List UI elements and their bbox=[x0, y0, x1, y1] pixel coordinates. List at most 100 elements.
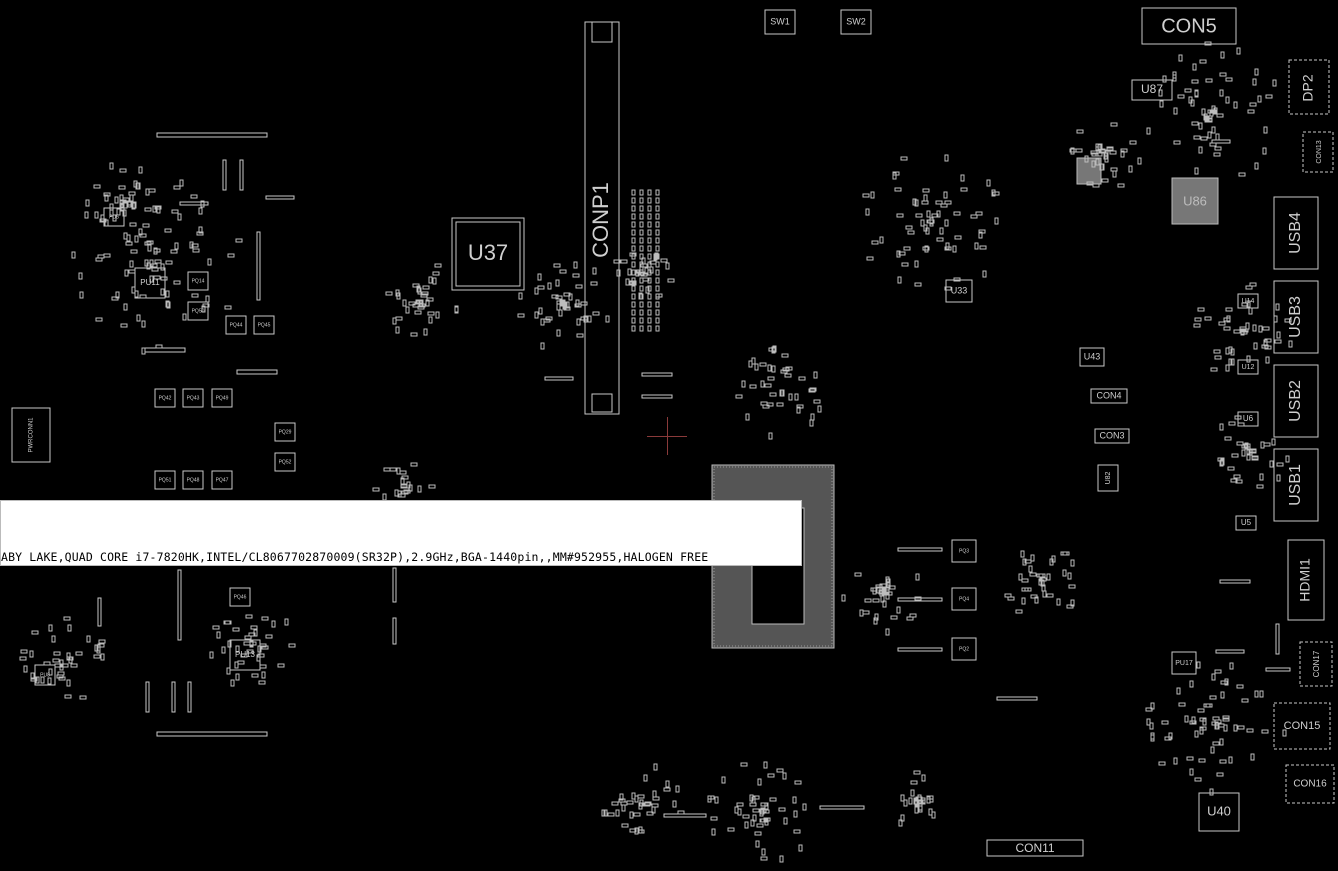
smd-pad bbox=[395, 289, 400, 297]
smd-pad bbox=[1068, 584, 1076, 589]
smd-pad bbox=[1146, 718, 1151, 726]
smd-pad bbox=[100, 653, 105, 661]
u87-chip[interactable] bbox=[1131, 79, 1173, 101]
smd-pad bbox=[1194, 89, 1199, 97]
u6-label: U6 bbox=[1243, 414, 1254, 423]
smd-pad bbox=[200, 200, 205, 208]
smd-pad bbox=[793, 829, 801, 834]
smd-pad bbox=[79, 695, 87, 700]
smd-pad bbox=[960, 174, 965, 182]
con5-label: CON5 bbox=[1161, 15, 1217, 37]
smd-pad bbox=[138, 166, 143, 174]
sw2-switch[interactable] bbox=[840, 9, 872, 35]
smd-pad bbox=[96, 646, 101, 654]
smd-pad bbox=[1215, 133, 1220, 141]
smd-pad bbox=[1263, 126, 1268, 134]
smd-pad bbox=[1219, 738, 1224, 746]
part-info-tooltip: ABY LAKE,QUAD CORE i7-7820HK,INTEL/CL806… bbox=[0, 500, 802, 566]
sw1-switch[interactable] bbox=[764, 9, 796, 35]
u33-chip[interactable] bbox=[945, 279, 973, 303]
smd-pad bbox=[763, 761, 768, 769]
smd-pad bbox=[1204, 316, 1212, 321]
pq4-label: PQ4 bbox=[959, 596, 969, 602]
smd-pad bbox=[1150, 732, 1155, 740]
smd-pad bbox=[631, 189, 636, 196]
smd-pad bbox=[1219, 89, 1224, 97]
smd-pad bbox=[271, 620, 276, 628]
smd-pad bbox=[1201, 108, 1206, 116]
smd-pad bbox=[1225, 364, 1230, 372]
con5-connector[interactable] bbox=[1141, 7, 1237, 45]
smd-pad bbox=[1200, 136, 1208, 141]
smd-pad bbox=[1158, 89, 1163, 97]
smd-pad bbox=[1228, 358, 1233, 366]
smd-pad bbox=[1177, 94, 1185, 99]
con3-label: CON3 bbox=[1099, 430, 1124, 440]
smd-pad bbox=[251, 673, 259, 678]
smd-pad bbox=[627, 268, 632, 276]
pq2-label: PQ2 bbox=[959, 646, 969, 652]
smd-pad bbox=[1029, 572, 1037, 577]
smd-pad bbox=[221, 646, 226, 654]
smd-pad bbox=[79, 291, 84, 299]
smd-pad bbox=[647, 317, 652, 324]
smd-pad bbox=[751, 357, 756, 365]
u12-label: U12 bbox=[1242, 364, 1255, 371]
smd-pad bbox=[1228, 756, 1233, 764]
con11-connector[interactable] bbox=[986, 839, 1084, 857]
smd-pad bbox=[1210, 746, 1215, 754]
con17-connector[interactable] bbox=[1299, 641, 1333, 687]
dp2-port[interactable] bbox=[1288, 59, 1330, 115]
smd-pad bbox=[914, 282, 922, 287]
smd-pad bbox=[417, 485, 422, 493]
smd-pad bbox=[576, 333, 584, 338]
smd-pad bbox=[809, 387, 817, 392]
smd-pad bbox=[655, 205, 660, 212]
pwrconn1-connector[interactable] bbox=[11, 407, 51, 463]
smd-pad bbox=[639, 301, 644, 308]
smd-pad bbox=[866, 256, 874, 261]
smd-pad bbox=[259, 664, 267, 669]
smd-pad bbox=[1249, 102, 1257, 107]
smd-pad bbox=[655, 309, 660, 316]
smd-pad bbox=[132, 201, 137, 209]
smd-pad bbox=[913, 770, 921, 775]
smd-pad bbox=[647, 221, 652, 228]
smd-pad bbox=[897, 276, 902, 284]
smd-pad bbox=[647, 189, 652, 196]
smd-pad bbox=[1069, 148, 1077, 153]
smd-pad bbox=[1060, 551, 1068, 556]
smd-pad bbox=[655, 213, 660, 220]
smd-pad bbox=[970, 214, 978, 219]
hdmi1-port[interactable] bbox=[1287, 539, 1325, 621]
pu11-label: PU11 bbox=[140, 278, 160, 287]
smd-pad bbox=[66, 679, 71, 687]
usb1-port[interactable] bbox=[1273, 448, 1319, 522]
smd-pad bbox=[198, 207, 203, 215]
smd-pad bbox=[760, 802, 768, 807]
smd-pad bbox=[540, 342, 545, 350]
u37-chip[interactable] bbox=[451, 217, 525, 291]
smd-pad bbox=[112, 214, 117, 222]
u40-chip[interactable] bbox=[1198, 792, 1240, 832]
smd-pad bbox=[742, 814, 750, 819]
pq48-label: PQ48 bbox=[187, 477, 200, 483]
smd-pad bbox=[1213, 152, 1221, 157]
con16-connector[interactable] bbox=[1285, 764, 1335, 804]
smd-pad bbox=[1220, 680, 1228, 685]
u86-chip[interactable] bbox=[1171, 177, 1219, 225]
smd-pad bbox=[909, 613, 917, 618]
con15-connector[interactable] bbox=[1273, 702, 1331, 750]
smd-pad bbox=[768, 432, 773, 440]
smd-pad bbox=[156, 206, 161, 214]
smd-pad bbox=[198, 226, 203, 234]
smd-pad bbox=[647, 229, 652, 236]
smd-pad bbox=[607, 812, 615, 817]
con13-connector[interactable] bbox=[1302, 131, 1334, 173]
smd-pad bbox=[922, 188, 930, 193]
usb2-port[interactable] bbox=[1273, 364, 1319, 438]
usb4-port[interactable] bbox=[1273, 196, 1319, 270]
smd-pad bbox=[1099, 149, 1107, 154]
pu8-label: PU8 bbox=[40, 672, 50, 678]
smd-pad bbox=[631, 197, 636, 204]
